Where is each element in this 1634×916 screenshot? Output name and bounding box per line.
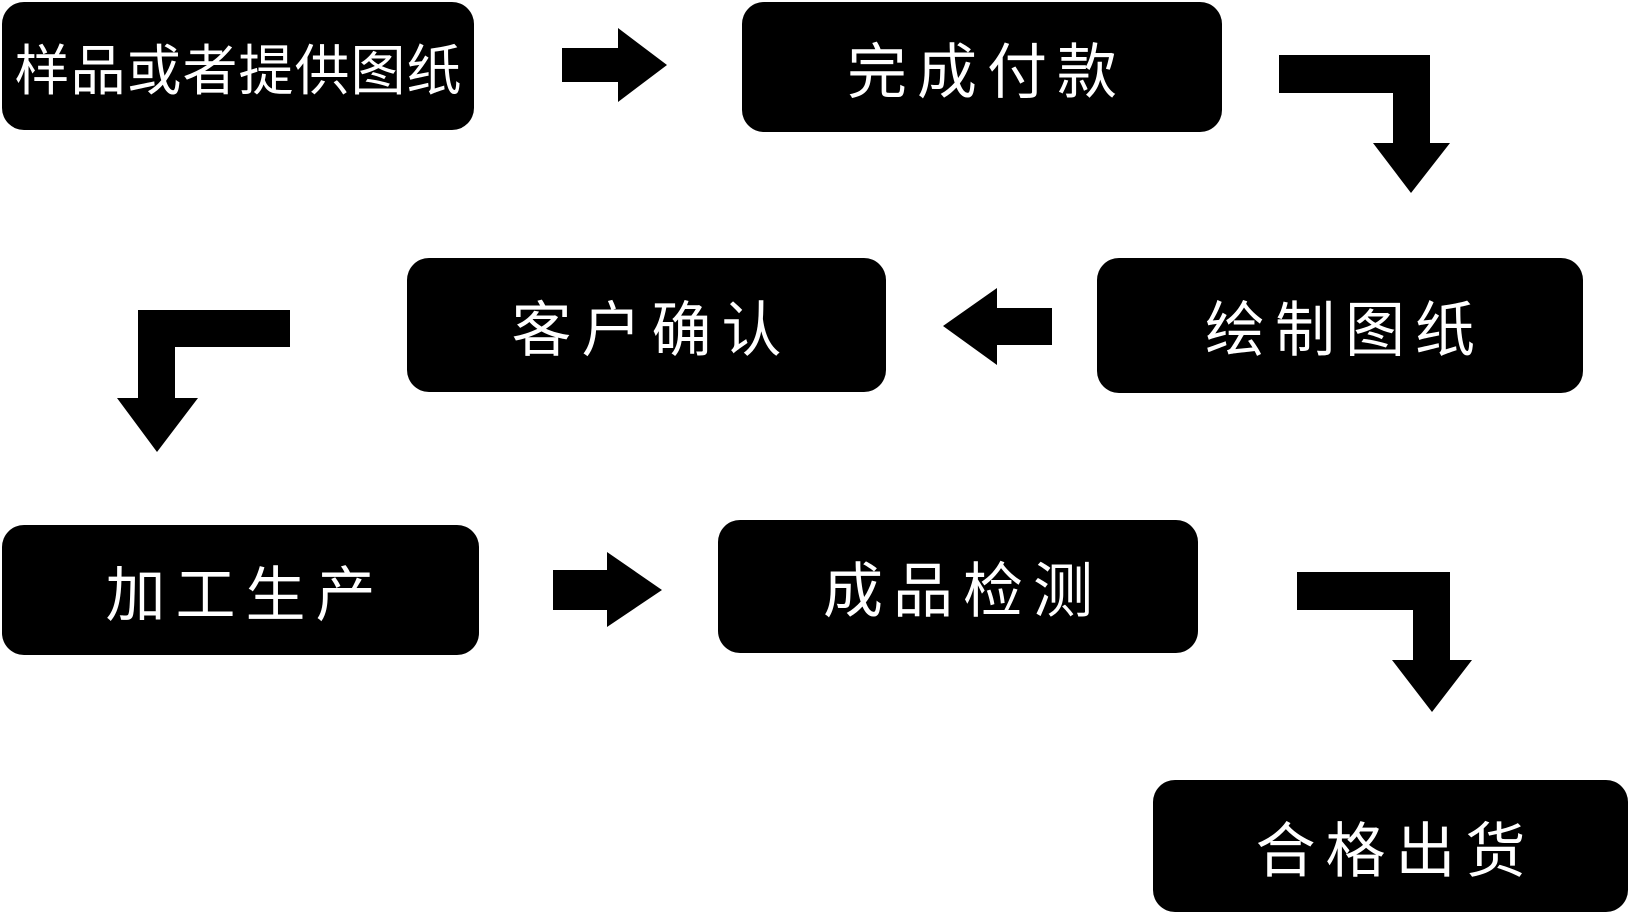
flow-node-label: 加工生产 <box>105 560 386 631</box>
arrow-elbow-down-right-top-icon <box>1279 55 1450 193</box>
flow-node-qualified-shipment: 合格出货 <box>1153 780 1628 912</box>
flow-node-sample-or-drawing: 样品或者提供图纸 <box>2 2 474 130</box>
flow-node-label: 样品或者提供图纸 <box>14 39 463 103</box>
flow-node-complete-payment: 完成付款 <box>742 2 1222 132</box>
flow-node-label: 合格出货 <box>1255 816 1536 887</box>
flow-node-label: 成品检测 <box>823 557 1103 627</box>
flow-node-label: 客户确认 <box>511 295 792 366</box>
flow-node-product-inspection: 成品检测 <box>718 520 1198 653</box>
arrow-elbow-down-left-icon <box>117 310 290 452</box>
flow-node-label: 完成付款 <box>847 37 1127 108</box>
flow-node-label: 绘制图纸 <box>1205 296 1485 366</box>
arrow-left-icon <box>943 288 1052 365</box>
arrow-elbow-down-right-bottom-icon <box>1297 572 1472 712</box>
flow-node-draw-drawings: 绘制图纸 <box>1097 258 1583 393</box>
flow-node-customer-confirm: 客户确认 <box>407 258 886 392</box>
arrow-right-icon <box>562 28 667 102</box>
flow-node-processing-production: 加工生产 <box>2 525 479 655</box>
arrow-right-bottom-icon <box>553 552 662 627</box>
